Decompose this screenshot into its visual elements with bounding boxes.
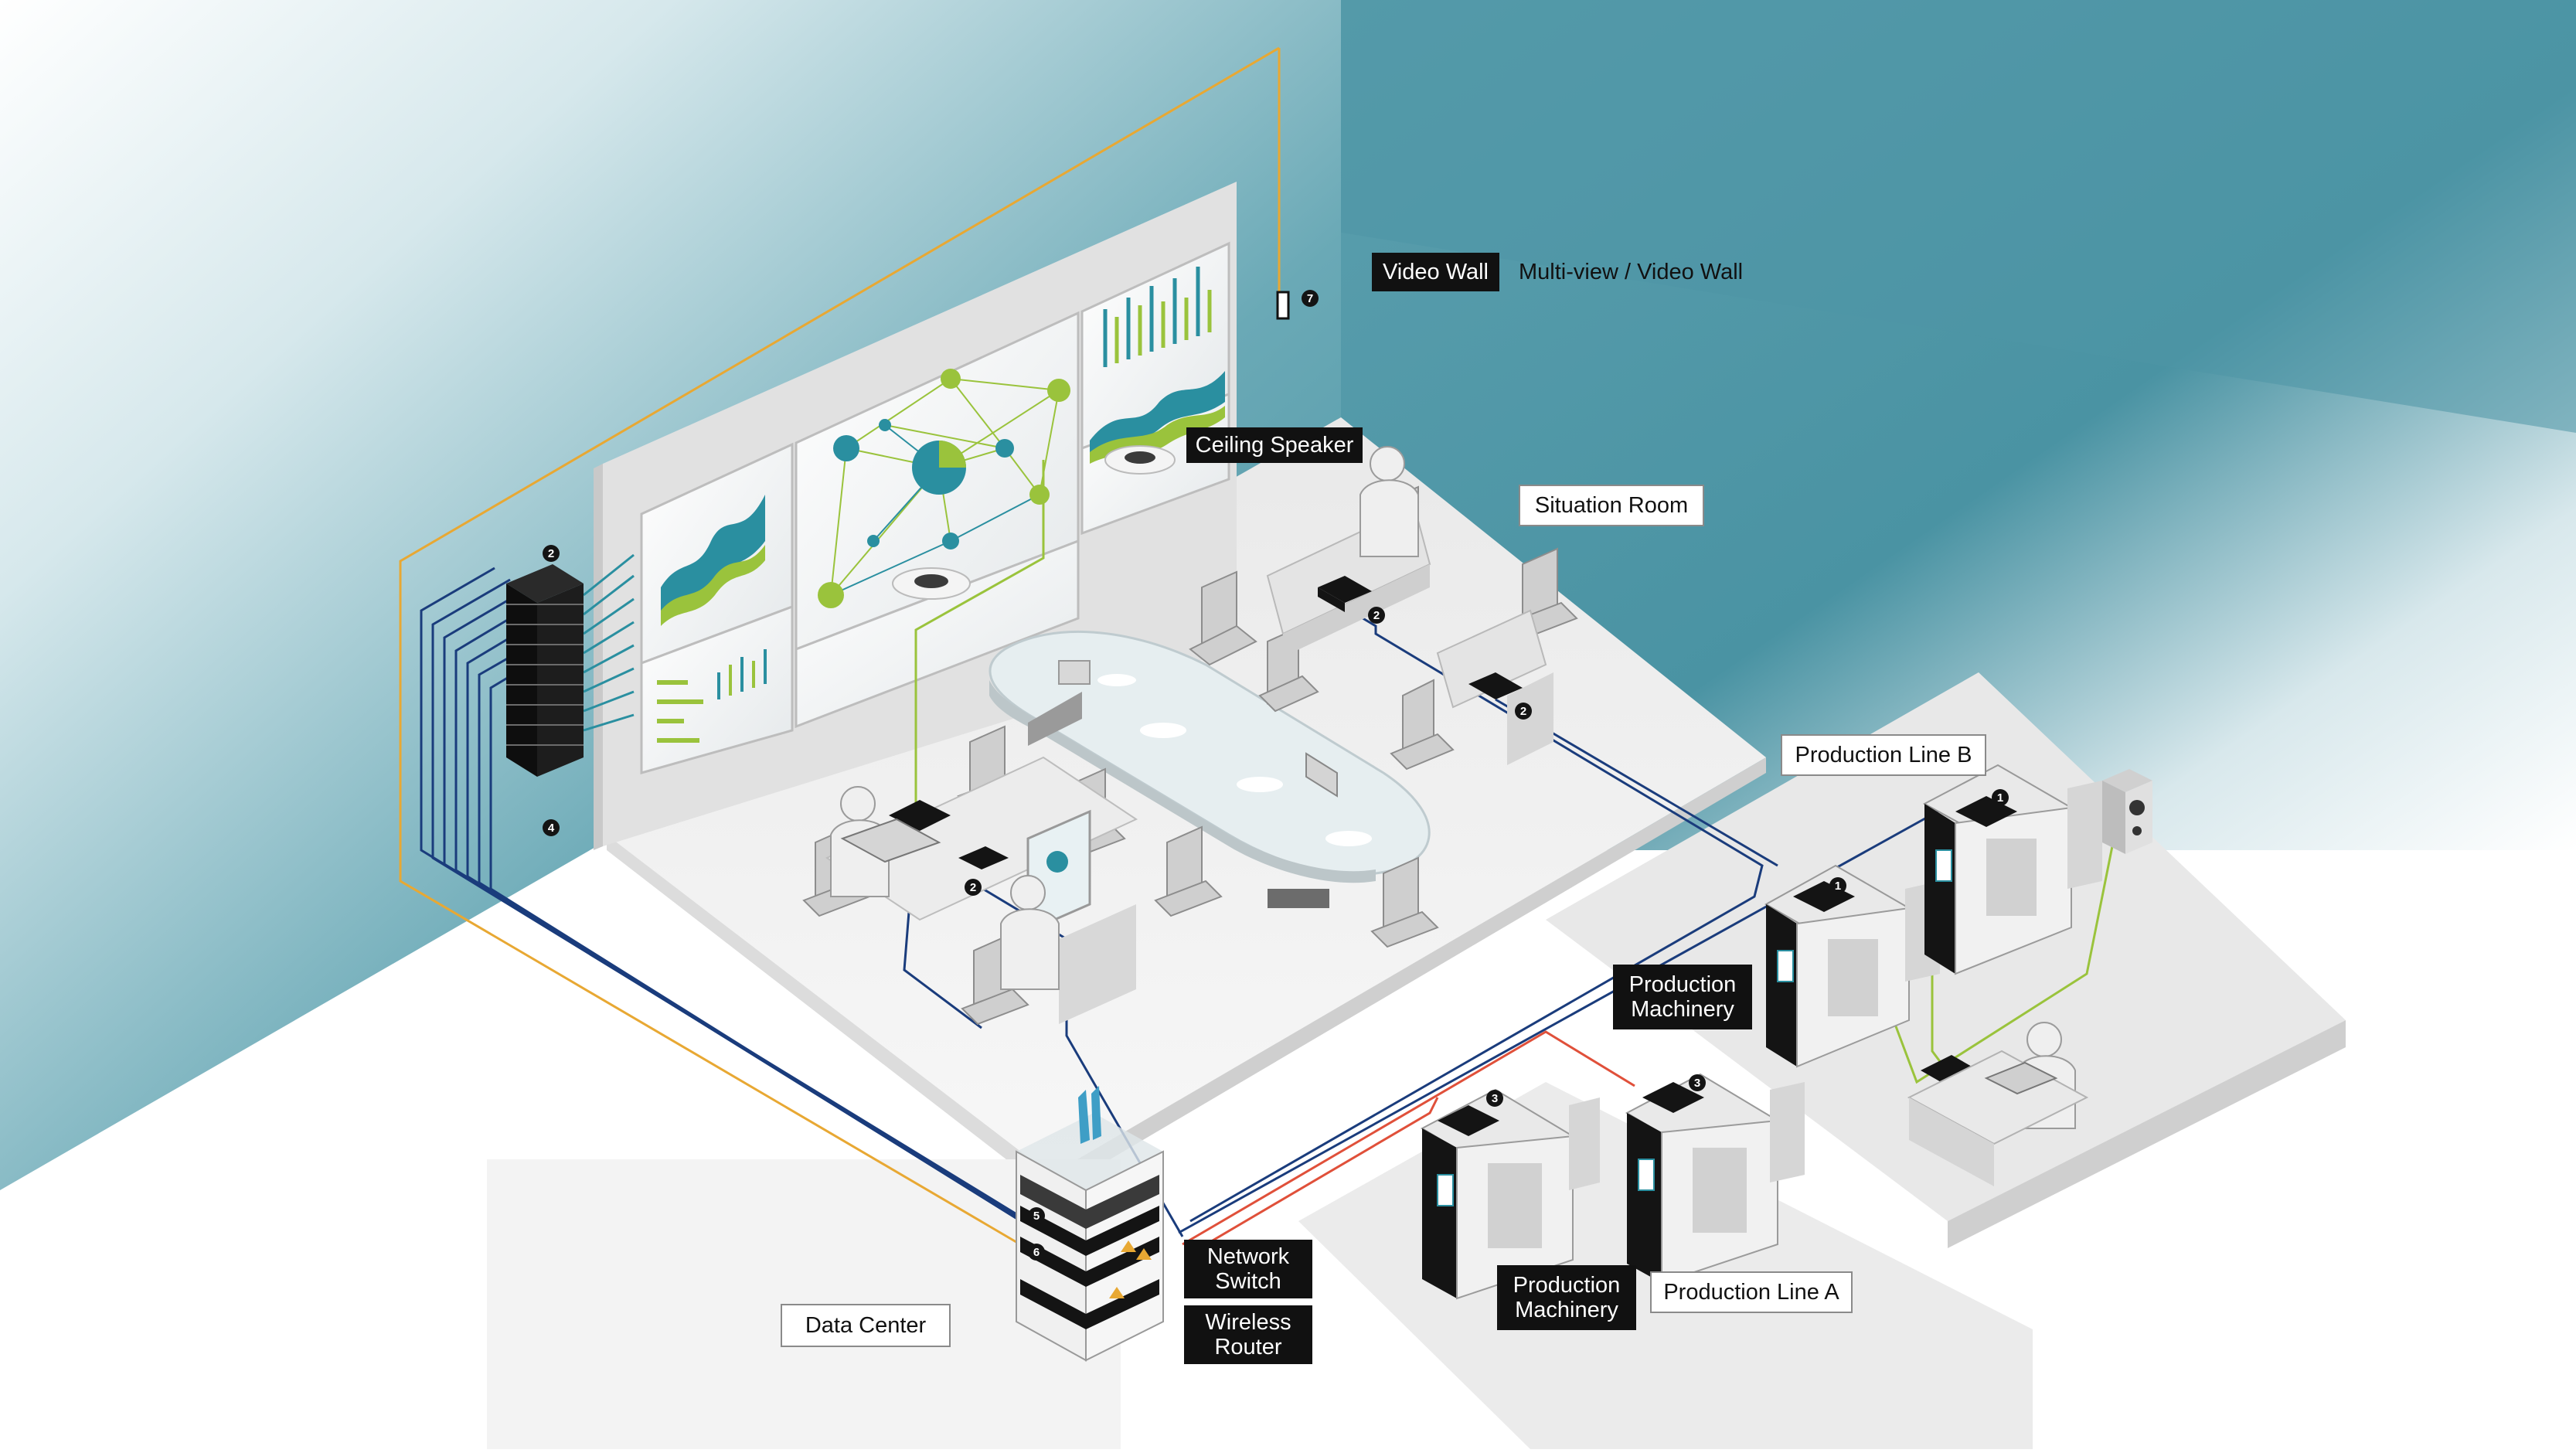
network-switch-label: Network Switch bbox=[1184, 1240, 1312, 1298]
data-center-rack bbox=[1016, 1086, 1164, 1362]
situation-room-furniture bbox=[802, 446, 2076, 1129]
data-center-label: Data Center bbox=[781, 1304, 951, 1347]
badge-3-machine-a1: 3 bbox=[1486, 1090, 1503, 1107]
svg-text:2: 2 bbox=[548, 547, 554, 560]
badge-7: 7 bbox=[1302, 290, 1319, 307]
production-machines bbox=[1420, 764, 2152, 1300]
screen-2 bbox=[640, 604, 794, 774]
badge-2-workstation: 2 bbox=[965, 879, 982, 896]
badge-6-rack: 6 bbox=[1028, 1244, 1045, 1261]
badge-1-machine-b1: 1 bbox=[1829, 877, 1846, 894]
svg-text:7: 7 bbox=[1307, 292, 1313, 305]
badge-1-machine-b2: 1 bbox=[1992, 789, 2009, 806]
svg-text:4: 4 bbox=[548, 822, 555, 835]
production-machinery-a-label: Production Machinery bbox=[1497, 1265, 1636, 1330]
svg-text:1: 1 bbox=[1835, 880, 1841, 893]
svg-text:3: 3 bbox=[1694, 1077, 1700, 1090]
svg-text:6: 6 bbox=[1033, 1246, 1040, 1259]
svg-text:2: 2 bbox=[970, 881, 976, 894]
wireless-router-label: Wireless Router bbox=[1184, 1305, 1312, 1364]
badge-2-desk-a: 2 bbox=[1368, 607, 1385, 624]
badge-5-rack: 5 bbox=[1028, 1207, 1045, 1224]
svg-text:2: 2 bbox=[1373, 609, 1380, 622]
badges: 7 2 4 2 2 2 1 1 3 3 5 6 bbox=[543, 290, 2009, 1261]
ceiling-speaker-label: Ceiling Speaker bbox=[1186, 427, 1363, 463]
svg-text:2: 2 bbox=[1520, 705, 1526, 718]
ceiling-speakers bbox=[892, 445, 1176, 600]
encoder-stack bbox=[506, 564, 584, 777]
badge-2-desk-b: 2 bbox=[1515, 703, 1532, 720]
production-machinery-b-label: Production Machinery bbox=[1613, 965, 1752, 1029]
production-line-b-label: Production Line B bbox=[1781, 734, 1986, 776]
cables bbox=[399, 46, 2119, 1269]
video-wall-label: Video Wall bbox=[1372, 253, 1499, 291]
svg-text:5: 5 bbox=[1033, 1210, 1040, 1223]
badge-4-stack: 4 bbox=[543, 819, 560, 836]
svg-text:1: 1 bbox=[1997, 791, 2003, 805]
screen-4 bbox=[795, 539, 1080, 729]
badge-2-stack: 2 bbox=[543, 545, 560, 562]
badge-3-machine-a2: 3 bbox=[1689, 1074, 1706, 1091]
situation-room-label: Situation Room bbox=[1519, 485, 1704, 526]
production-line-a-label: Production Line A bbox=[1650, 1271, 1853, 1313]
wall-plate bbox=[1276, 291, 1290, 320]
svg-text:3: 3 bbox=[1492, 1092, 1498, 1105]
multiview-label: Multi-view / Video Wall bbox=[1519, 260, 1744, 284]
